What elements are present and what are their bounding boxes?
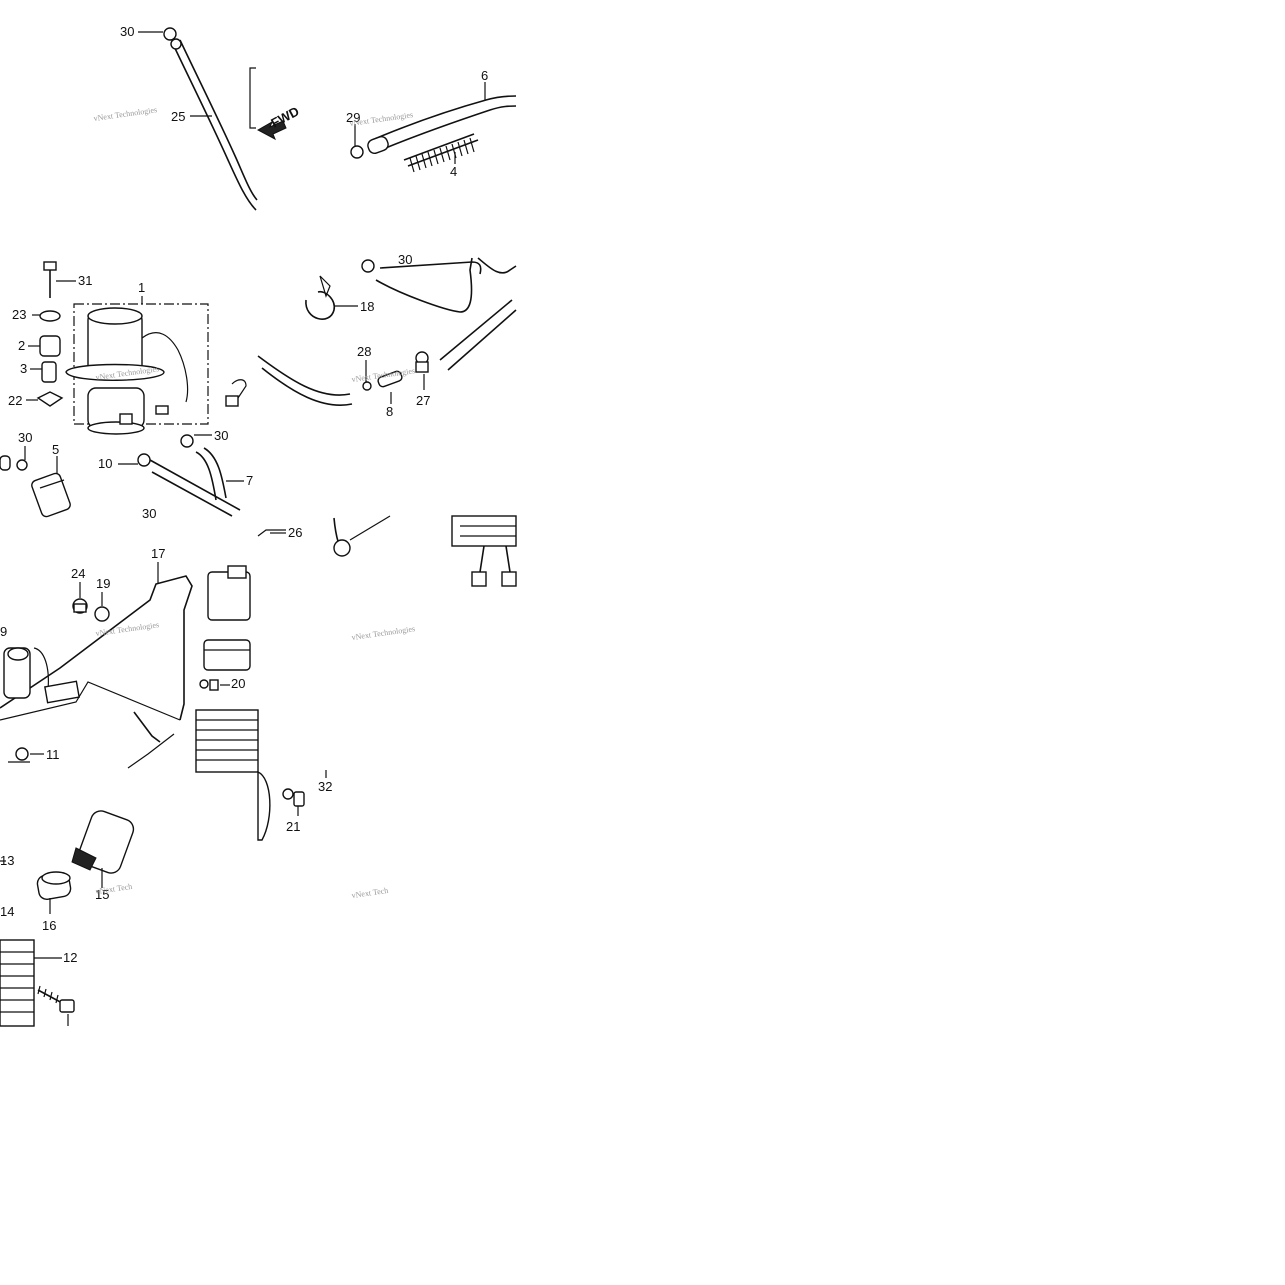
- relay-icon: [207, 565, 251, 621]
- tile-fuel-hoses: 30 18 28 8 27 vNext Technologies: [257, 252, 517, 419]
- svg-text:vNext Tech: vNext Tech: [95, 882, 133, 896]
- hose-7: [149, 459, 241, 511]
- watermark: vNext Technologies: [93, 105, 158, 123]
- callout-21: 21: [286, 819, 300, 834]
- callout-2: 2: [18, 338, 25, 353]
- bolt-31-icon: [43, 261, 57, 271]
- svg-text:vNext Technologies: vNext Technologies: [351, 624, 416, 642]
- bracket-17: [0, 575, 193, 721]
- hose-6: [371, 95, 517, 141]
- spring-4-icon: [403, 133, 479, 173]
- fwd-bracket: [249, 67, 256, 129]
- ring-28-icon: [362, 381, 372, 391]
- rubber-16-icon: [36, 871, 72, 901]
- fuel-filter-5-icon: [31, 472, 71, 518]
- svg-text:vNext Technologies: vNext Technologies: [95, 620, 160, 638]
- clamp-30-top-icon: [361, 259, 375, 273]
- callout-27: 27: [416, 393, 430, 408]
- callout-9: 9: [0, 624, 7, 639]
- joint-8-icon: [377, 370, 403, 388]
- callout-18: 18: [360, 299, 374, 314]
- callout-7: 7: [246, 473, 253, 488]
- callout-23: 23: [12, 307, 26, 322]
- part-9-icon: [3, 647, 49, 699]
- callout-3: 3: [20, 361, 27, 376]
- callout-30: 30: [398, 252, 412, 267]
- callout-17: 17: [151, 546, 165, 561]
- tile-harness: 26 vNext Technologies: [257, 515, 517, 642]
- clip-11-icon: [8, 747, 30, 763]
- callout-4: 4: [450, 164, 457, 179]
- callout-22: 22: [8, 393, 22, 408]
- valve-27-icon: [415, 351, 429, 373]
- clamp-30-icon: [180, 434, 194, 448]
- callout-15: 15: [95, 887, 109, 902]
- rectifier-12-icon: [0, 939, 35, 1027]
- callout-29: 29: [346, 110, 360, 125]
- tile-rectifier: 15 16 13 14 12 vNext Tech: [0, 810, 135, 1027]
- connector-harness-icon: [451, 515, 517, 587]
- callout-14: 14: [0, 904, 14, 919]
- callout-30: 30: [142, 506, 156, 521]
- fuel-pump-1-icon: [65, 307, 189, 435]
- tile-top-left: 30 25 FWD vNext Technologies: [93, 24, 302, 211]
- callout-30: 30: [120, 24, 134, 39]
- callout-8: 8: [386, 404, 393, 419]
- callout-31: 31: [78, 273, 92, 288]
- callout-32: 32: [318, 779, 332, 794]
- clamp-29-icon: [350, 145, 364, 159]
- clip-26-icon: [333, 515, 391, 557]
- collar-3-icon: [41, 361, 57, 383]
- cap-15-icon: [71, 810, 135, 874]
- tile-bracket: 17 24 19 9 20: [0, 546, 259, 773]
- clamp-18-icon: [305, 275, 336, 320]
- cap-24-icon: [72, 598, 88, 614]
- tile-bolt: 21 32 vNext Tech: [257, 770, 389, 900]
- callout-13: 13: [0, 853, 14, 868]
- bolt-icon: [37, 985, 75, 1013]
- callout-19: 19: [96, 576, 110, 591]
- callout-25: 25: [171, 109, 185, 124]
- nut-22-icon: [36, 391, 64, 407]
- relay-2-icon: [203, 639, 251, 671]
- callout-6: 6: [481, 68, 488, 83]
- callout-10: 10: [98, 456, 112, 471]
- hose-perforated: [439, 299, 513, 361]
- callout-16: 16: [42, 918, 56, 933]
- callout-11: 11: [46, 747, 60, 762]
- washer-23-icon: [39, 310, 61, 322]
- callout-26: 26: [288, 525, 302, 540]
- clip-10-icon: [137, 453, 151, 467]
- hose-25: [171, 41, 257, 211]
- callout-30: 30: [214, 428, 228, 443]
- callout-28: 28: [357, 344, 371, 359]
- clip-30-icon: [163, 27, 177, 41]
- fwd-arrow-icon: [256, 120, 287, 141]
- grommet-2-icon: [39, 335, 61, 357]
- callout-30: 30: [18, 430, 32, 445]
- pump-assembly-box: [73, 303, 209, 425]
- clamp-30-left-icon: [16, 459, 28, 471]
- callout-1: 1: [138, 280, 145, 295]
- callout-5: 5: [52, 442, 59, 457]
- bolt-21-icon: [282, 788, 305, 807]
- collar-19-icon: [94, 606, 110, 622]
- svg-text:vNext Tech: vNext Tech: [351, 886, 389, 900]
- tile-fuel-pump: 31 23 2 3 22 1: [0, 261, 253, 521]
- regulator-heatsink-icon: [195, 709, 259, 773]
- bolt-20-icon: [199, 679, 219, 691]
- tile-top-middle: 6 4 29 vNext Technologies: [346, 68, 517, 179]
- callout-24: 24: [71, 566, 85, 581]
- callout-20: 20: [231, 676, 245, 691]
- callout-12: 12: [63, 950, 77, 965]
